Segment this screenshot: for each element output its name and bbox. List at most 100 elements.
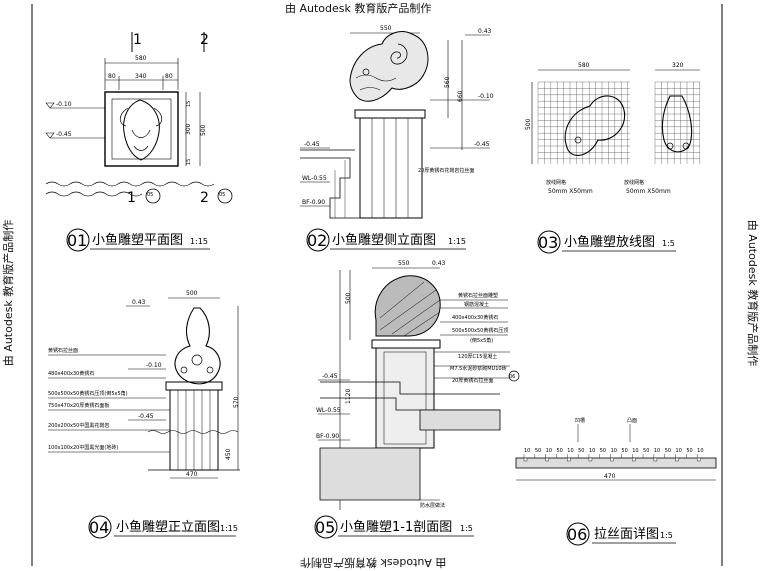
svg-text:05: 05 [219,192,225,198]
front-level-045: -0.45 [138,413,154,420]
plan-dim-580: 580 [135,55,147,62]
section-level-bf: BF-0.90 [316,433,339,440]
watermark-bottom: 由 Autodesk 教育版产品制作 [300,556,447,569]
front-note-6: 100x100x20中国黑光面(地砖) [48,444,118,451]
front-fish [174,307,221,385]
plan-fish-outline [123,99,160,161]
svg-text:06: 06 [509,374,515,380]
section-note-4: 500x500x50黄锈石压顶 [452,327,508,334]
view-06-number: 06 [567,525,587,544]
side-pedestal [359,117,423,219]
section-foundation [319,447,421,501]
section-dim-043: 0.43 [432,260,446,267]
front-note-4: 750x470x20厚黄锈石面板 [48,402,109,409]
plan-dim-15b: 15 [186,159,192,165]
side-level-045r: -0.45 [474,141,490,148]
section-note-1: 黄锈石拉丝面雕塑 [458,292,498,299]
section-dim-500: 500 [345,292,352,304]
detail-dim-7: 50 [600,448,606,454]
plan-dim-80a: 80 [108,73,116,80]
section-note-7: M7.5水泥砂浆砌MU10砖 [450,365,507,372]
front-note-3: 500x500x50黄锈石压顶(倒5x5角) [48,390,128,397]
detail-dim-11: 50 [643,448,649,454]
layout-fish-front [661,95,693,153]
plan-dim-340: 340 [135,73,147,80]
plan-ref-05-a [145,188,161,204]
view-05-section: 550 500 1120 -0.45 WL-0.55 BF-0.90 0.43 … [314,260,520,539]
view-04-scale: 1:15 [220,524,238,533]
side-level-010: -0.10 [478,93,494,100]
detail-dim-15: 50 [686,448,692,454]
section-level-wl: WL-0.55 [316,407,341,414]
view-04-title: 小鱼雕塑正立面图 [116,519,220,535]
detail-dim-6: 10 [589,448,595,454]
front-dim-450: 450 [225,448,232,460]
detail-label-groove: 凹槽 [575,417,585,424]
detail-total: 470 [604,473,616,480]
section-note-5: (倒5x5角) [470,337,493,344]
side-dim-560: 560 [444,76,451,88]
plan-pedestal [104,91,179,167]
layout-dim-500: 500 [525,118,532,130]
layout-grid-label-a: 放线网格 [546,179,566,186]
layout-grid-a [537,81,630,164]
plan-dim-80b: 80 [165,73,173,80]
front-note-2: 480x400x30黄锈石 [48,370,94,377]
plan-dim-500: 500 [200,124,207,136]
detail-dim-5: 50 [578,448,584,454]
detail-dim-14: 10 [676,448,682,454]
view-05-scale: 1:5 [460,524,473,533]
plan-dim-15a: 15 [186,101,192,107]
plan-level-045: -0.45 [56,131,72,138]
svg-text:1: 1 [127,190,136,206]
view-02-number: 02 [307,231,327,250]
section-note-8: 20厚黄锈石拉丝面 [452,377,493,384]
layout-dim-580: 580 [578,62,590,69]
view-01-number: 01 [67,231,87,250]
view-03-scale: 1:5 [662,239,675,248]
detail-dim-9: 50 [621,448,627,454]
section-note-9: 防水层做法 [420,502,445,509]
view-02-scale: 1:15 [448,237,466,246]
section-level-045: -0.45 [322,373,338,380]
front-dim-043: 0.43 [132,299,146,306]
section-dim-1120: 1120 [345,389,352,404]
view-06-scale: 1:5 [660,531,673,540]
plan-dim-300: 300 [185,123,192,135]
view-02-title: 小鱼雕塑侧立面图 [332,232,436,248]
detail-dim-8: 10 [611,448,617,454]
view-04-front: 500 0.43 470 570 450 -0.10 -0.45 [48,290,240,539]
watermark-left: 由 Autodesk 教育版产品制作 [2,219,16,367]
detail-dim-3: 50 [556,448,562,454]
view-03-layout: 580 320 500 放线网格 50mm X50mm 放线网格 50mm X5… [525,62,700,254]
detail-dim-4: 10 [567,448,573,454]
front-dim-500: 500 [186,290,198,297]
view-03-title: 小鱼雕塑放线图 [564,234,655,250]
front-note-5: 200x200x50中国黑花岗岩 [48,422,109,429]
front-dim-470: 470 [186,471,198,478]
side-dim-043: 0.43 [478,28,492,35]
section-note-3: 400x400x30黄锈石 [452,314,498,321]
side-level-045: -0.45 [304,141,320,148]
svg-text:05: 05 [147,192,153,198]
side-dim-660: 660 [457,90,464,102]
detail-dim-10: 10 [632,448,638,454]
watermark-top: 由 Autodesk 教育版产品制作 [285,2,432,15]
detail-dim-1: 50 [535,448,541,454]
detail-dim-16: 10 [697,448,703,454]
view-05-title: 小鱼雕塑1-1剖面图 [340,519,452,535]
layout-note-b: 50mm X50mm [626,188,671,195]
detail-dim-0: 10 [524,448,530,454]
detail-dim-2: 10 [546,448,552,454]
detail-dim-12: 10 [654,448,660,454]
side-note: 20厚黄锈石花岗岩拉丝面 [418,167,474,174]
section-ref-06 [508,370,520,382]
side-dim-550: 550 [380,25,392,32]
side-level-bf: BF-0.90 [302,199,325,206]
layout-fish-side [564,95,626,156]
view-05-number: 05 [315,518,335,537]
watermark-right: 由 Autodesk 教育版产品制作 [746,219,760,367]
